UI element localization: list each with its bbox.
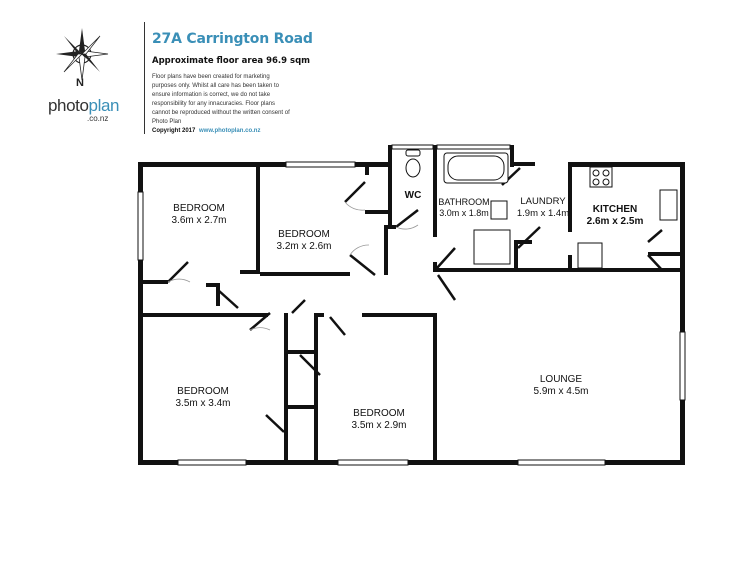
room-dims: 3.6m x 2.7m	[171, 215, 227, 226]
room-name: BEDROOM	[177, 386, 229, 397]
brand-domain: .co.nz	[87, 114, 109, 123]
header-divider	[144, 22, 145, 134]
room-name: WC	[404, 190, 422, 201]
room-name: BEDROOM	[353, 408, 405, 419]
room-bedroom-1: BEDROOM 3.6m x 2.7m	[171, 203, 226, 227]
room-dims: 2.6m x 2.5m	[586, 216, 644, 227]
toilet-icon	[405, 158, 421, 178]
shower-icon	[473, 229, 511, 265]
room-bedroom-3: BEDROOM 3.5m x 3.4m	[175, 386, 230, 410]
door-arcs	[167, 201, 419, 331]
windows	[137, 144, 686, 466]
brand-wordmark: photoplan	[48, 96, 119, 116]
fridge-icon	[577, 242, 603, 269]
room-dims: 3.0m x 1.8m	[439, 208, 489, 218]
room-name: BATHROOM	[438, 197, 490, 207]
room-dims: 3.2m x 2.6m	[276, 241, 332, 252]
fixtures	[405, 149, 678, 269]
doors	[167, 167, 663, 433]
room-dims: 1.9m x 1.4m	[516, 208, 570, 219]
north-label: N	[76, 77, 84, 89]
room-kitchen: KITCHEN 2.6m x 2.5m	[587, 204, 644, 228]
brand-photo: photo	[48, 96, 89, 115]
room-name: KITCHEN	[592, 204, 638, 215]
floor-area: Approximate floor area 96.9 sqm	[152, 56, 311, 66]
room-bedroom-4: BEDROOM 3.5m x 2.9m	[351, 408, 406, 432]
room-bedroom-2: BEDROOM 3.2m x 2.6m	[276, 229, 331, 253]
room-name: BEDROOM	[278, 229, 330, 240]
room-dims: 5.9m x 4.5m	[533, 386, 589, 397]
property-title: 27A Carrington Road	[152, 31, 313, 47]
room-laundry: LAUNDRY 1.9m x 1.4m	[517, 196, 569, 220]
kitchen-sink-icon	[659, 189, 678, 221]
website-link[interactable]: www.photoplan.co.nz	[199, 128, 261, 134]
copyright-text: Copyright 2017	[152, 128, 196, 134]
brand-plan: plan	[88, 96, 120, 115]
sink-icon	[490, 200, 508, 220]
compass-rose-icon	[56, 28, 109, 81]
room-dims: 3.5m x 2.9m	[351, 420, 407, 431]
room-name: LAUNDRY	[520, 196, 566, 207]
room-bathroom: BATHROOM 3.0m x 1.8m	[438, 197, 489, 219]
room-wc: WC	[405, 190, 422, 202]
room-dims: 3.5m x 3.4m	[175, 398, 231, 409]
walls	[138, 145, 685, 465]
disclaimer-text: Floor plans have been created for market…	[152, 74, 290, 125]
room-name: BEDROOM	[173, 203, 225, 214]
room-lounge: LOUNGE 5.9m x 4.5m	[533, 374, 588, 398]
room-name: LOUNGE	[539, 374, 583, 385]
